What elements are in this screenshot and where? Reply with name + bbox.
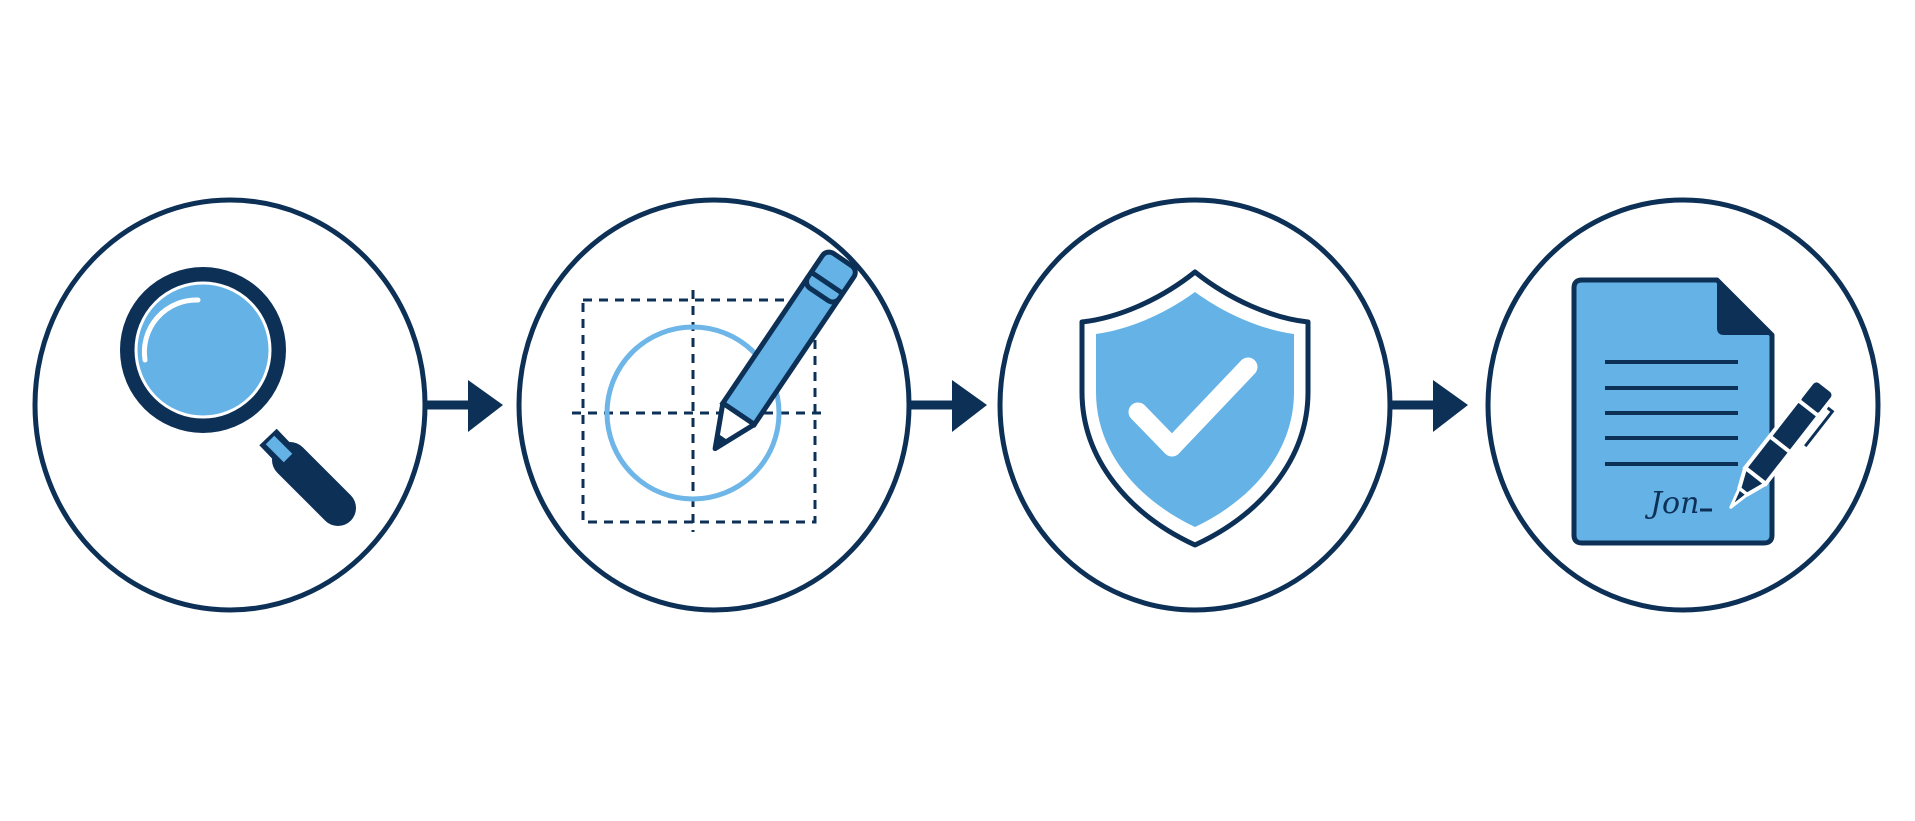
pencil-icon [712,249,858,452]
signature-text: Jon [1644,486,1699,521]
step-verify [997,197,1393,613]
signed-document-icon: Jon [1571,277,1775,546]
step-search [32,197,428,613]
shield-check-icon [1079,269,1311,548]
checkmark-icon [1128,357,1258,457]
arrow-right-icon [1390,380,1468,432]
step-circle [516,197,912,613]
arrow-right-icon [909,380,987,432]
step-sign: Jon [1485,197,1881,613]
step-design [516,197,912,613]
drafting-grid-icon [572,290,825,532]
magnifying-glass-icon [120,267,356,526]
drafted-circle [604,324,782,502]
arrow-right-icon [425,380,503,432]
pen-icon [1729,378,1836,509]
